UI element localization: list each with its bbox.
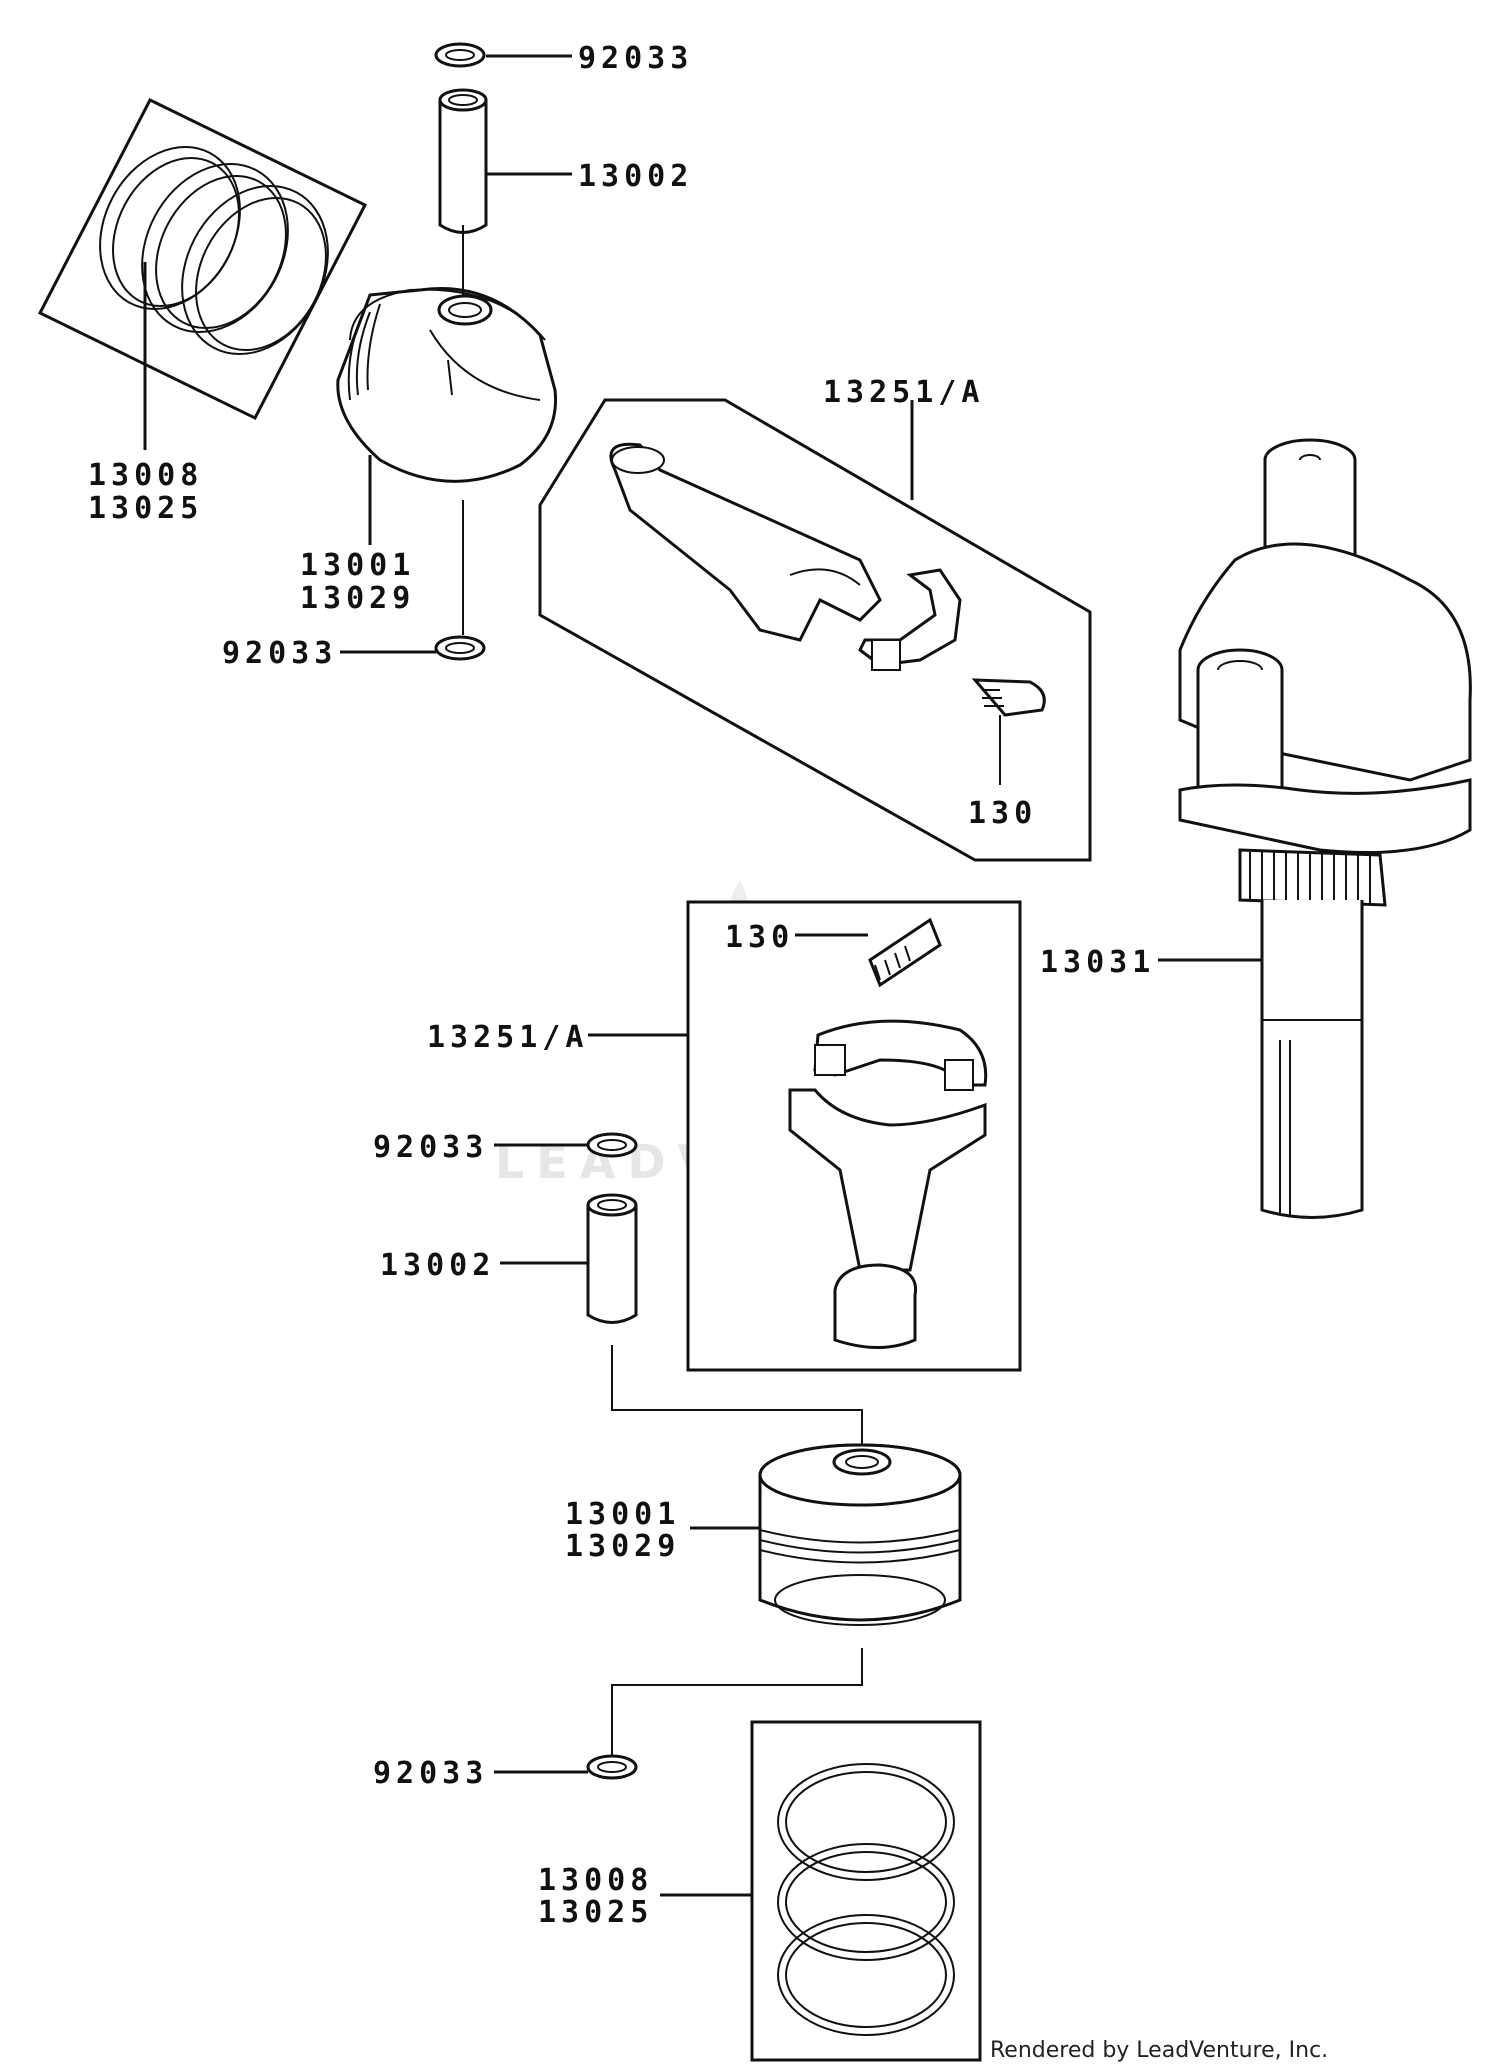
circlip-bottom[interactable] [586,1754,638,1780]
label-13008-bottom[interactable]: 13008 [538,1863,653,1898]
label-130-top[interactable]: 130 [968,796,1037,831]
label-13001-top[interactable]: 13001 [300,548,415,583]
piston-pin-mid[interactable] [586,1193,638,1324]
label-13031[interactable]: 13031 [1040,945,1155,980]
circlip-top-lower[interactable] [434,635,486,661]
label-13251a-top[interactable]: 13251/A [823,375,984,410]
crankshaft[interactable] [1178,438,1472,1219]
label-92033-bottom[interactable]: 92033 [373,1756,488,1791]
label-92033-top2[interactable]: 92033 [222,636,337,671]
label-13025-bottom[interactable]: 13025 [538,1895,653,1930]
label-13251a-mid[interactable]: 13251/A [427,1020,588,1055]
connecting-rod-top[interactable] [538,398,1092,862]
label-13029-top[interactable]: 13029 [300,581,415,616]
label-13008-top[interactable]: 13008 [88,458,203,493]
circlip-mid[interactable] [586,1132,638,1158]
label-92033-top[interactable]: 92033 [578,41,693,76]
label-130-mid[interactable]: 130 [725,920,794,955]
label-13002-top[interactable]: 13002 [578,159,693,194]
piston-pin-top[interactable] [438,88,488,234]
label-13029-bottom[interactable]: 13029 [565,1529,680,1564]
label-13002-mid[interactable]: 13002 [380,1248,495,1283]
piston-bottom[interactable] [758,1443,962,1626]
label-92033-mid[interactable]: 92033 [373,1130,488,1165]
circlip-top[interactable] [434,42,486,68]
piston-rings-bottom-box [750,1720,982,2062]
piston-rings-top[interactable] [37,98,368,420]
piston-top[interactable] [336,286,558,483]
piston-rings-bottom[interactable] [777,1763,955,2036]
footer-credit: Rendered by LeadVenture, Inc. [990,2038,1328,2063]
label-13025-top[interactable]: 13025 [88,491,203,526]
label-13001-bottom[interactable]: 13001 [565,1497,680,1532]
connecting-rod-mid[interactable] [788,917,988,1349]
